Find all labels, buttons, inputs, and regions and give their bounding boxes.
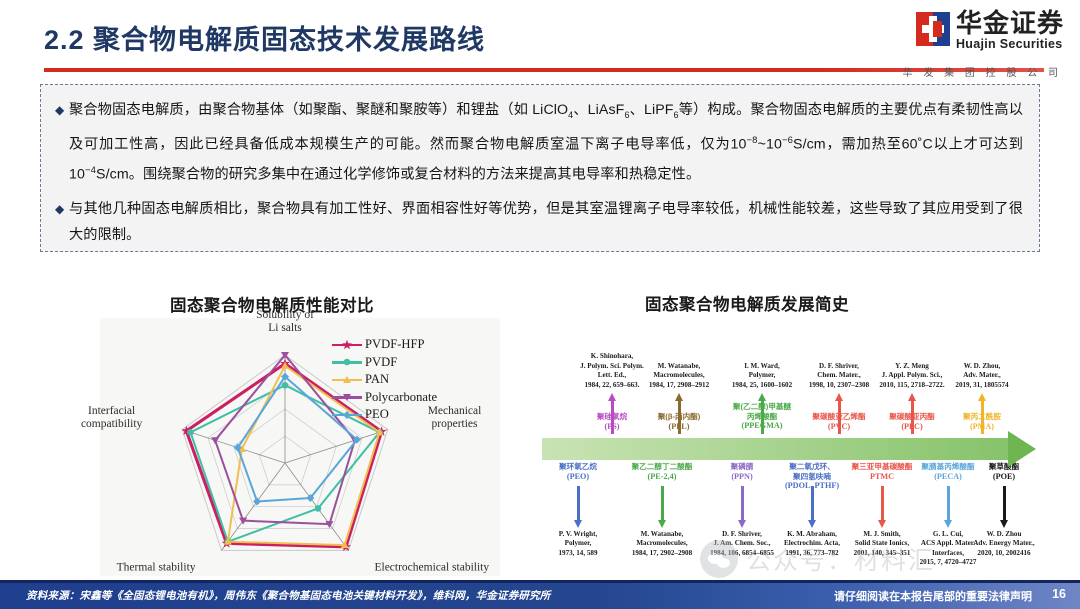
- radar-legend-item: PVDF-HFP: [332, 336, 437, 354]
- timeline-arrow-head-icon: [737, 520, 746, 528]
- bullet-item: ◆ 与其他几种固态电解质相比，聚合物具有加工性好、界面相容性好等优势，但是其室温…: [55, 196, 1023, 248]
- timeline-arrow-head-icon: [907, 393, 916, 401]
- bullet-text: 与其他几种固态电解质相比，聚合物具有加工性好、界面相容性好等优势，但是其室温锂离…: [69, 201, 1023, 244]
- timeline-arrow: [946, 486, 950, 520]
- timeline-compound-label: 聚腈基丙烯酸酯(PECA): [921, 462, 975, 481]
- footer-source: 资料来源：宋鑫等《全固态锂电池有机》，周伟东《聚合物基固态电池关键材料开发》，维…: [26, 590, 551, 602]
- legend-label: PVDF: [365, 354, 398, 369]
- legend-swatch-triangle-up-icon: [332, 373, 362, 387]
- timeline-compound-label: 聚丙二酰胺(PMA): [963, 412, 1001, 431]
- timeline-arrow-head-icon: [657, 520, 666, 528]
- timeline-citation: P. V. Wright,Polymer,1973, 14, 589: [558, 530, 598, 557]
- bullet-item: ◆ 聚合物固态电解质，由聚合物基体（如聚酯、聚醚和聚胺等）和锂盐（如 LiClO…: [55, 97, 1023, 187]
- timeline-arrow-head-icon: [674, 393, 683, 401]
- timeline-arrow-head-icon: [757, 393, 766, 401]
- timeline-arrow: [610, 400, 614, 434]
- left-figure-title: 固态聚合物电解质性能对比: [170, 297, 374, 315]
- legend-label: PEO: [365, 407, 389, 422]
- timeline-arrow: [910, 400, 914, 434]
- logo-text-en: Huajin Securities: [955, 37, 1063, 51]
- timeline-citation: M. Watanabe,Macromolecules,1984, 17, 290…: [648, 361, 710, 389]
- timeline-arrow: [760, 400, 764, 434]
- timeline-citation: I. M. Ward,Polymer,1984, 25, 1600–1602: [731, 361, 793, 389]
- footer-divider: [0, 580, 1080, 583]
- legend-label: PVDF-HFP: [365, 337, 425, 352]
- timeline-figure: 聚硅氧烷(PS) K. Shinohara,J. Polym. Sci. Poly…: [536, 318, 1064, 576]
- logo-subtitle: 华 发 集 团 控 股 公 司: [902, 68, 1062, 79]
- right-figure-title: 固态聚合物电解质发展简史: [645, 296, 849, 314]
- radar-legend-item: PVDF: [332, 354, 437, 372]
- legend-swatch-circle-icon: [332, 355, 362, 369]
- timeline-arrow-head-icon: [977, 393, 986, 401]
- timeline-compound-label: 聚磷腈(PPN): [730, 462, 754, 481]
- radar-legend-item: Polycarbonate: [332, 389, 437, 407]
- timeline-compound-label: 聚(β-丙内酯)(PPL): [657, 412, 701, 431]
- timeline-arrow-head-icon: [877, 520, 886, 528]
- timeline-compound-label: 聚硅氧烷(PS): [596, 412, 628, 431]
- legend-label: Polycarbonate: [365, 389, 438, 404]
- timeline-citation: D. F. Shriver,J. Am. Chem. Soc.,1984, 10…: [710, 530, 774, 557]
- timeline-compound-label: 聚乙二醇丁二酸酯(PE-2,4): [631, 462, 693, 481]
- timeline-arrow-head-icon: [607, 393, 616, 401]
- timeline-compound-label: 聚草酸酯(POE): [988, 462, 1020, 481]
- legend-swatch-triangle-down-icon: [332, 390, 362, 404]
- huajin-logo-mark-icon: [915, 12, 950, 46]
- legend-swatch-diamond-icon: [332, 408, 362, 422]
- timeline-compound-label: 聚碳酸亚丙酯(PPC): [889, 412, 935, 431]
- timeline-citation: M. Watanabe,Macromolecules,1984, 17, 290…: [631, 530, 693, 557]
- timeline-compound-label: 聚环氧乙烷(PEO): [559, 462, 597, 481]
- page-number: 16: [1052, 587, 1066, 601]
- timeline-citation: K. Shinohara,J. Polym. Sci. Polym.Lett. …: [580, 352, 644, 389]
- timeline-arrow: [740, 486, 744, 520]
- timeline-arrow-head-icon: [807, 520, 816, 528]
- timeline-citation: G. L. Cui,ACS Appl. Mater.Interfaces,201…: [919, 530, 977, 567]
- footer-disclaimer: 请仔细阅读在本报告尾部的重要法律声明: [834, 591, 1032, 603]
- legend-swatch-star-icon: [332, 338, 362, 352]
- legend-label: PAN: [365, 372, 390, 387]
- timeline-arrow: [677, 400, 681, 434]
- timeline-axis-arrow: [542, 431, 1036, 467]
- timeline-compound-label: 聚二氧戊环、聚四氢呋喃(PDOL, PTHF): [784, 462, 840, 491]
- timeline-arrow: [980, 400, 984, 434]
- timeline-compound-label: 聚碳酸亚乙烯酯(PVC): [812, 412, 866, 431]
- radar-axis-label: Electrochemical stability: [374, 561, 490, 574]
- radar-axis-label: Thermal stability: [116, 561, 196, 574]
- page-title: 2.2 聚合物电解质固态技术发展路线: [44, 25, 486, 55]
- timeline-arrow-head-icon: [943, 520, 952, 528]
- bullet-text: 聚合物固态电解质，由聚合物基体（如聚酯、聚醚和聚胺等）和锂盐（如 LiClO4、…: [69, 102, 1024, 183]
- radar-legend-item: PEO: [332, 406, 437, 424]
- summary-text-box: ◆ 聚合物固态电解质，由聚合物基体（如聚酯、聚醚和聚胺等）和锂盐（如 LiClO…: [40, 84, 1040, 252]
- timeline-citation: K. M. Abraham,Electrochim. Acta,1991, 36…: [783, 530, 841, 557]
- footer-bar: 资料来源：宋鑫等《全固态锂电池有机》，周伟东《聚合物基固态电池关键材料开发》，维…: [0, 583, 1080, 609]
- company-logo: 华金证券 Huajin Securities: [915, 8, 1064, 52]
- bullet-diamond-icon: ◆: [55, 202, 65, 217]
- timeline-compound-label: 聚(乙二醇)甲基醚丙烯酸酯(PPEGMA): [732, 402, 792, 431]
- radar-legend-item: PAN: [332, 371, 437, 389]
- logo-text-cn: 华金证券: [955, 8, 1064, 38]
- radar-chart-svg: [181, 352, 389, 552]
- timeline-arrow: [880, 486, 884, 520]
- timeline-arrow: [1002, 486, 1006, 520]
- timeline-arrow: [810, 486, 814, 520]
- timeline-arrow-head-icon: [573, 520, 582, 528]
- timeline-arrow: [576, 486, 580, 520]
- timeline-arrow: [837, 400, 841, 434]
- title-underline-rule: [44, 68, 1044, 72]
- timeline-arrow-head-icon: [999, 520, 1008, 528]
- timeline-citation: D. F. Shriver,Chem. Mater.,1998, 10, 230…: [808, 361, 870, 389]
- timeline-arrow: [660, 486, 664, 520]
- bullet-diamond-icon: ◆: [55, 103, 65, 117]
- timeline-citation: W. D. Zhou,Adv. Mater.,2019, 31, 1805574: [955, 361, 1009, 389]
- timeline-citation: M. J. Smith,Solid State Ionics,2001, 140…: [853, 530, 911, 557]
- timeline-arrow-head-icon: [834, 393, 843, 401]
